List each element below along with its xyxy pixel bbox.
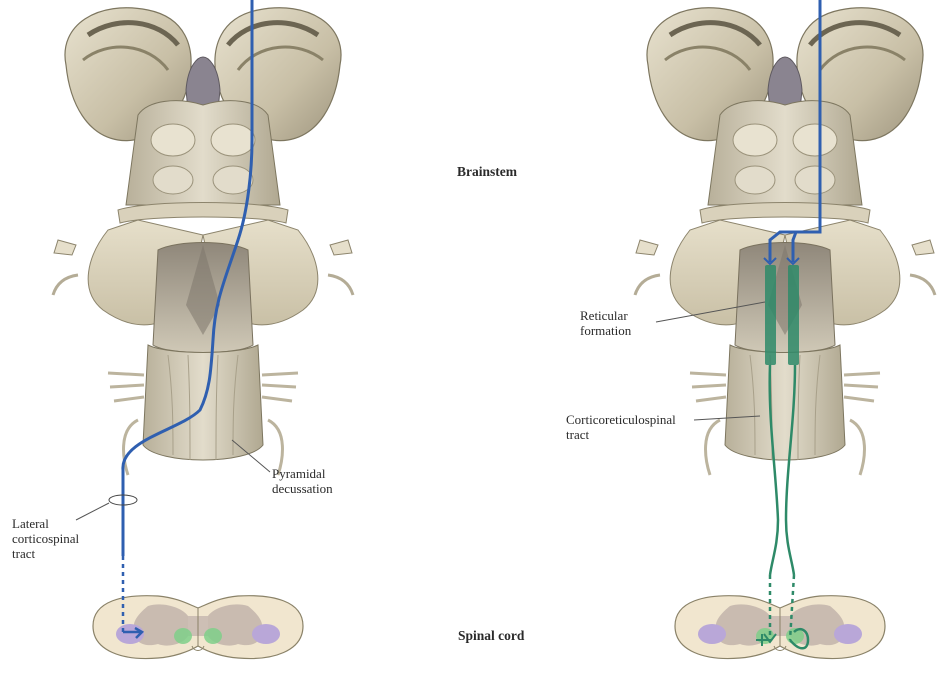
corticoreticulospinal-label: Corticoreticulospinal tract <box>566 412 676 442</box>
right-spinal-cord-section <box>675 596 885 659</box>
reticular-formation-label: Reticular formation <box>580 308 631 338</box>
lateral-corticospinal-label: Lateral corticospinal tract <box>12 516 79 561</box>
pyramidal-decussation-label: Pyramidal decussation <box>272 466 333 496</box>
right-brainstem-illustration <box>635 8 935 475</box>
brainstem-label: Brainstem <box>457 164 517 179</box>
left-spinal-cord-section <box>93 596 303 659</box>
spinal-cord-label: Spinal cord <box>458 628 524 643</box>
